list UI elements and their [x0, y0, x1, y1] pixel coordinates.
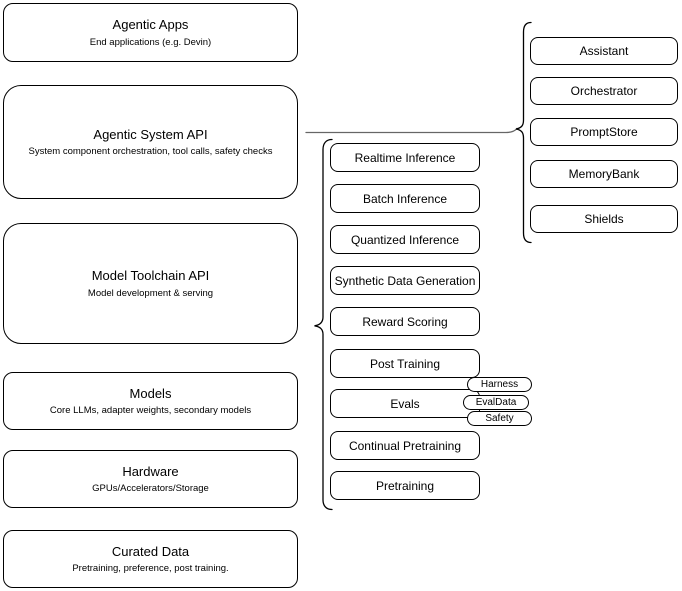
brace-system-components	[515, 21, 532, 244]
node-promptstore: PromptStore	[530, 118, 678, 146]
node-label: PromptStore	[570, 125, 638, 139]
node-title: Hardware	[122, 463, 179, 479]
node-batch-inference: Batch Inference	[330, 184, 480, 213]
node-synthetic-data-generation: Synthetic Data Generation	[330, 266, 480, 295]
node-agentic-system-api: Agentic System API System component orch…	[3, 85, 298, 199]
pill-label: EvalData	[475, 397, 517, 408]
node-label: Reward Scoring	[362, 314, 448, 329]
node-subtitle: Core LLMs, adapter weights, secondary mo…	[49, 405, 252, 417]
node-title: Agentic System API	[93, 126, 208, 142]
pill-harness: Harness	[467, 377, 532, 392]
node-title: Agentic Apps	[112, 17, 189, 32]
node-title: Models	[129, 385, 172, 401]
node-subtitle: End applications (e.g. Devin)	[89, 36, 212, 48]
node-evals: Evals	[330, 389, 480, 418]
node-shields: Shields	[530, 205, 678, 233]
pill-label: Harness	[480, 379, 519, 390]
node-subtitle: System component orchestration, tool cal…	[28, 146, 273, 158]
node-label: Post Training	[369, 356, 441, 371]
node-label: Batch Inference	[362, 191, 448, 206]
node-model-toolchain-api: Model Toolchain API Model development & …	[3, 223, 298, 344]
node-orchestrator: Orchestrator	[530, 77, 678, 105]
node-agentic-apps: Agentic Apps End applications (e.g. Devi…	[3, 3, 298, 62]
node-label: Continual Pretraining	[348, 438, 462, 453]
node-memorybank: MemoryBank	[530, 160, 678, 188]
node-continual-pretraining: Continual Pretraining	[330, 431, 480, 460]
node-hardware: Hardware GPUs/Accelerators/Storage	[3, 450, 298, 508]
node-title: Curated Data	[111, 543, 190, 559]
node-models: Models Core LLMs, adapter weights, secon…	[3, 372, 298, 430]
node-curated-data: Curated Data Pretraining, preference, po…	[3, 530, 298, 588]
node-subtitle: GPUs/Accelerators/Storage	[92, 483, 209, 495]
node-label: Orchestrator	[570, 84, 638, 98]
node-label: Pretraining	[375, 478, 435, 493]
node-title: Model Toolchain API	[91, 268, 210, 283]
node-reward-scoring: Reward Scoring	[330, 307, 480, 336]
node-pretraining: Pretraining	[330, 471, 480, 500]
node-post-training: Post Training	[330, 349, 480, 378]
node-assistant: Assistant	[530, 37, 678, 65]
node-subtitle: Pretraining, preference, post training.	[72, 563, 229, 575]
node-realtime-inference: Realtime Inference	[330, 143, 480, 172]
node-label: MemoryBank	[568, 167, 640, 181]
node-subtitle: Model development & serving	[87, 287, 214, 299]
pill-evaldata: EvalData	[463, 395, 529, 410]
node-label: Shields	[584, 212, 624, 226]
node-label: Assistant	[579, 44, 629, 58]
node-label: Quantized Inference	[350, 232, 460, 247]
pill-safety: Safety	[467, 411, 532, 426]
node-quantized-inference: Quantized Inference	[330, 225, 480, 254]
pill-label: Safety	[485, 413, 514, 424]
node-label: Synthetic Data Generation	[334, 273, 476, 288]
node-label: Evals	[390, 396, 420, 411]
connector-system-api-line	[305, 127, 518, 134]
node-label: Realtime Inference	[354, 150, 456, 165]
